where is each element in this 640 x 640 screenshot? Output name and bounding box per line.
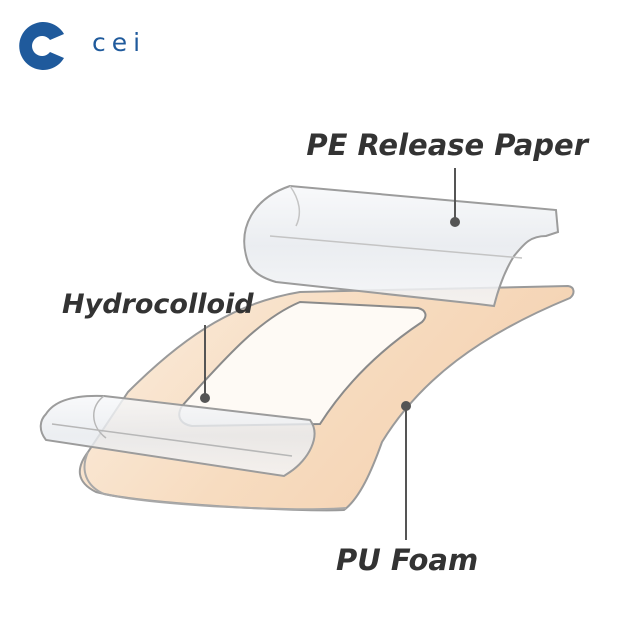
pu-foam-bottom-edge: [83, 451, 347, 511]
pe-release-paper-highlight: [269, 185, 523, 259]
pe-release-paper-label: PE Release Paper: [306, 128, 588, 162]
hydrocolloid-leader: [200, 325, 210, 403]
hydrocolloid-label: Hydrocolloid: [62, 289, 254, 320]
front-release-paper: [39, 394, 316, 478]
cei-logo-mark-icon: [19, 22, 64, 70]
pe-release-paper-leader: [450, 168, 460, 227]
pu-foam-leader: [401, 401, 411, 540]
pe-release-paper-layer: [243, 184, 560, 308]
front-release-paper-fold: [51, 395, 293, 457]
pu-foam-label: PU Foam: [336, 543, 479, 577]
brand-name: cei: [92, 28, 147, 57]
